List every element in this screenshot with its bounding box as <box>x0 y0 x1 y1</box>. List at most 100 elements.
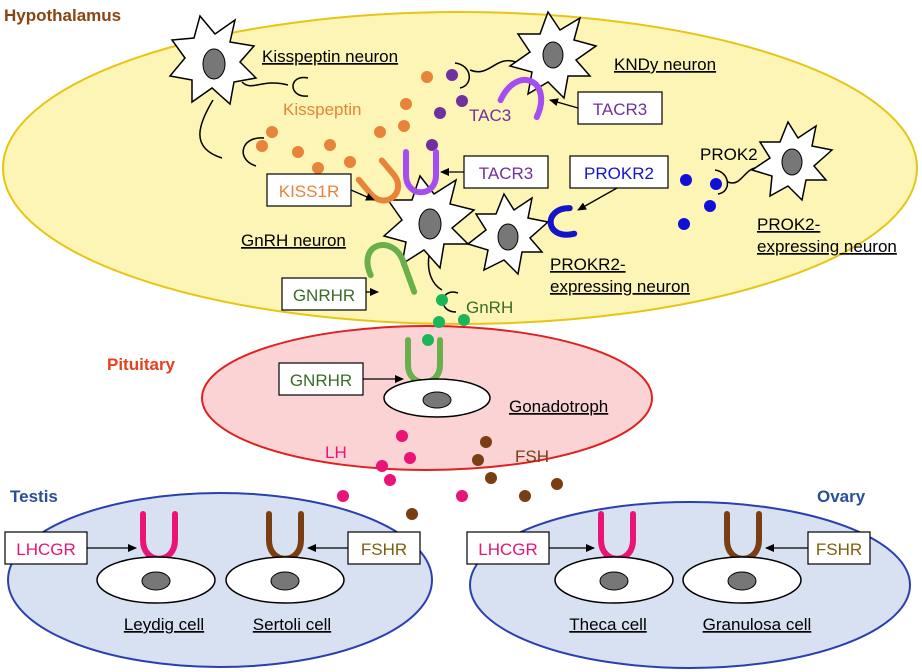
tacr3-top-label: TACR3 <box>593 100 647 119</box>
tac3-dot <box>456 95 468 107</box>
lh-dot <box>456 490 468 502</box>
gnrhr-receptor-hyp <box>364 242 418 295</box>
kisspeptin-dot <box>421 71 433 83</box>
kiss1r-box <box>266 173 352 207</box>
prok2-neuron-nucleus <box>781 148 803 176</box>
hypothalamus-title: Hypothalamus <box>4 6 121 25</box>
kisspeptin-neuron-label: Kisspeptin neuron <box>262 47 398 66</box>
fshr-ovary-box <box>807 531 871 565</box>
pituitary-title: Pituitary <box>107 355 176 374</box>
prok2-dots <box>678 174 722 230</box>
prok2-dot <box>678 218 690 230</box>
gnrh-dot <box>436 294 448 306</box>
ovary-title: Ovary <box>817 487 866 506</box>
tacr3-mid-label: TACR3 <box>479 164 533 183</box>
gnrhr-pit-box <box>278 362 364 396</box>
kisspeptin-axon-2 <box>241 81 289 87</box>
gnrh-dot <box>458 314 470 326</box>
kisspeptin-dot <box>398 120 410 132</box>
prok2-neuron-label-2: expressing neuron <box>757 237 897 256</box>
kisspeptin-terminal-2 <box>292 76 309 97</box>
gonadotroph-cell <box>383 378 491 418</box>
kisspeptin-terminal-1 <box>242 137 265 167</box>
fsh-dot <box>485 472 497 484</box>
fsh-dot <box>480 436 492 448</box>
kndy-neuron <box>508 10 598 100</box>
fshr-ovary-label: FSHR <box>816 540 862 559</box>
testis-region <box>7 492 433 668</box>
theca-cell-label: Theca cell <box>569 615 646 634</box>
fsh-dot <box>519 490 531 502</box>
prokr2-label: PROKR2 <box>584 164 654 183</box>
prokr2-neuron <box>466 192 550 276</box>
lh-dot <box>337 490 349 502</box>
gnrh-dot <box>433 316 445 328</box>
granulosa-cell <box>682 556 802 604</box>
kndy-axon <box>469 59 517 73</box>
granulosa-cell-label: Granulosa cell <box>703 615 812 634</box>
leydig-nucleus <box>141 571 171 591</box>
granulosa-nucleus <box>727 571 757 591</box>
tac3-dot <box>446 69 458 81</box>
lhcgr-ovary-label: LHCGR <box>478 540 538 559</box>
fsh-dot <box>406 508 418 520</box>
gnrh-label: GnRH <box>466 298 513 317</box>
gnrhr-pit-label: GNRHR <box>290 371 352 390</box>
fsh-dot <box>472 454 484 466</box>
receptor-label-boxes <box>4 91 871 565</box>
tacr3-top-arrow <box>549 98 579 109</box>
kisspeptin-dot <box>324 139 336 151</box>
theca-nucleus <box>599 571 629 591</box>
kisspeptin-dot <box>374 126 386 138</box>
lhcgr-testis-label: LHCGR <box>16 540 76 559</box>
gnrh-neuron-nucleus <box>418 208 442 240</box>
prok2-dot <box>704 200 716 212</box>
tac3-dot <box>426 139 438 151</box>
fshr-testis-label: FSHR <box>361 540 407 559</box>
lh-dot <box>396 430 408 442</box>
kisspeptin-dot <box>344 156 356 168</box>
gnrhr-hyp-label: GNRHR <box>293 286 355 305</box>
gonadotroph-nucleus <box>422 391 452 409</box>
kndy-neuron-label: KNDy neuron <box>614 55 716 74</box>
fsh-dot <box>551 478 563 490</box>
lh-dot <box>376 460 388 472</box>
kisspeptin-dot <box>266 126 278 138</box>
sertoli-cell <box>225 556 345 604</box>
prokr2-box <box>569 155 669 189</box>
theca-cell <box>554 556 674 604</box>
fsh-dots <box>406 436 563 520</box>
kisspeptin-axon-1 <box>199 99 223 159</box>
tacr3-top-box <box>577 91 663 125</box>
kisspeptin-dots <box>256 71 433 174</box>
prok2-dot <box>710 178 722 190</box>
sertoli-cell-label: Sertoli cell <box>253 615 331 634</box>
prokr2-neuron-label-1: PROKR2- <box>550 255 626 274</box>
testis-title: Testis <box>10 487 58 506</box>
sertoli-nucleus <box>270 571 300 591</box>
tac3-dots <box>426 69 468 151</box>
kisspeptin-neuron <box>168 14 258 106</box>
prok2-terminal <box>714 169 729 195</box>
kisspeptin-dot <box>256 140 268 152</box>
kndy-terminal <box>454 62 470 89</box>
prok2-neuron <box>750 120 834 202</box>
gnrh-neuron <box>382 174 476 270</box>
prok2-label: PROK2 <box>700 145 758 164</box>
kisspeptin-label: Kisspeptin <box>283 100 361 119</box>
lh-dot <box>404 452 416 464</box>
gnrh-dot <box>422 334 434 346</box>
leydig-cell-label: Leydig cell <box>124 615 204 634</box>
leydig-cell <box>96 556 216 604</box>
tac3-label: TAC3 <box>469 106 511 125</box>
prokr2-neuron-label-2: expressing neuron <box>550 277 690 296</box>
kisspeptin-dot <box>292 146 304 158</box>
kisspeptin-dot <box>312 162 324 174</box>
tacr3-receptor-kndy <box>497 77 545 121</box>
lh-dot <box>384 474 396 486</box>
kndy-neuron-nucleus <box>542 41 564 69</box>
gnrhr-hyp-box <box>281 277 367 311</box>
gnrh-neuron-label: GnRH neuron <box>241 231 346 250</box>
neuron-processes <box>199 59 761 313</box>
